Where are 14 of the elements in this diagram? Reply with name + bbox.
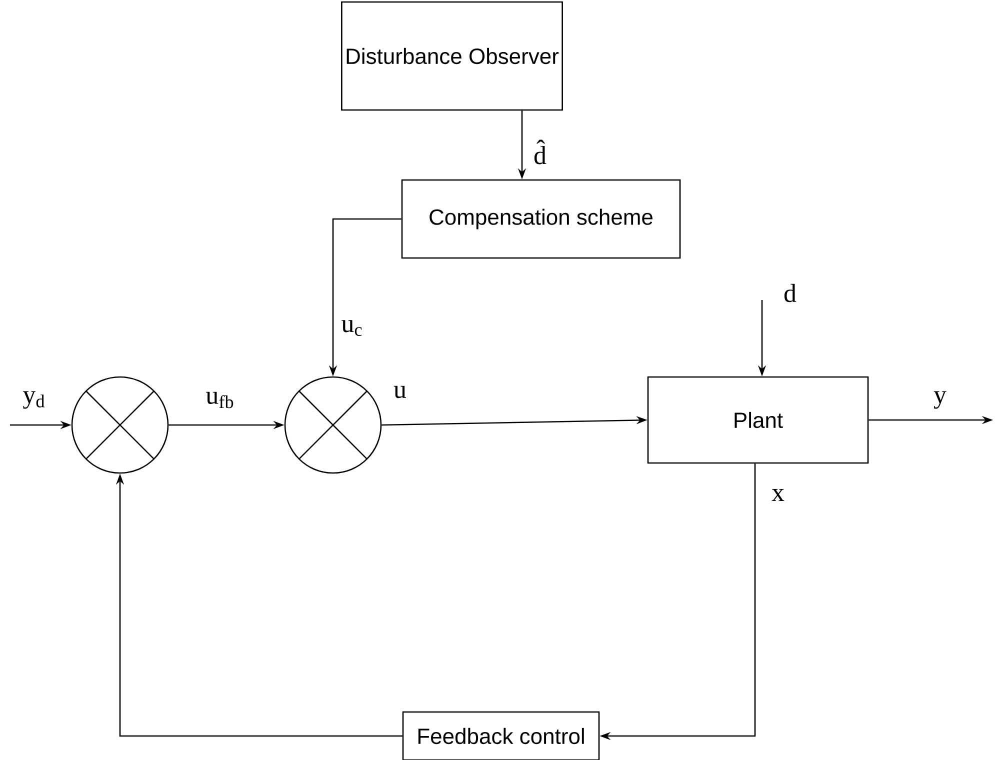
summing-junction	[284, 376, 382, 474]
edge-label: y$_{d}$	[23, 391, 45, 409]
edge-label: d	[784, 284, 796, 302]
edge-label: x	[772, 489, 784, 501]
process-box: Plant	[647, 376, 869, 464]
process-box: Feedback control	[402, 711, 600, 760]
edge-label: u$_{fb}$	[206, 392, 234, 408]
process-box: Disturbance Observer	[341, 1, 563, 111]
process-box: Compensation scheme	[401, 179, 681, 259]
edge-label: u$_{c}$	[342, 320, 362, 336]
edge-label: u	[394, 386, 406, 398]
summing-junction	[71, 376, 169, 474]
edge-label: d̂	[534, 140, 546, 164]
edge-label: y	[934, 391, 946, 409]
